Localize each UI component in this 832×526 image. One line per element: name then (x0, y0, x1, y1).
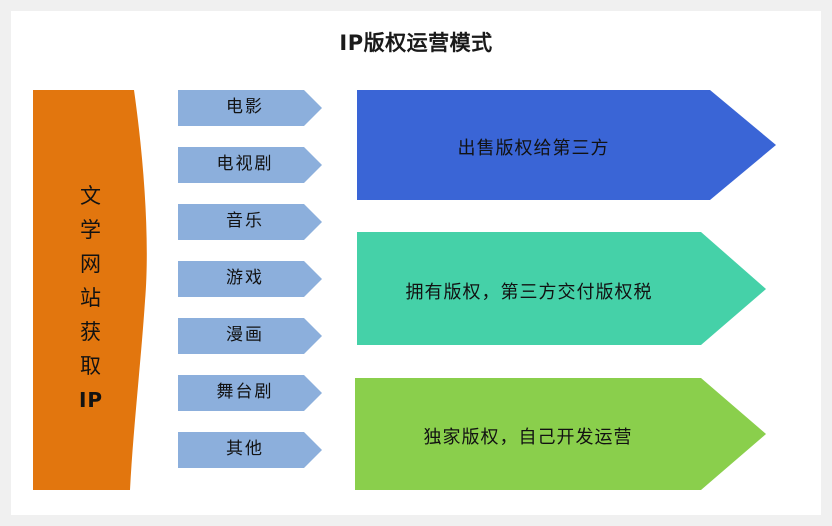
model-arrow-1[interactable] (357, 232, 766, 345)
category-chevron-4[interactable] (178, 318, 322, 354)
category-chevron-5[interactable] (178, 375, 322, 411)
source-banner-shape[interactable] (33, 90, 147, 490)
category-chevron-3[interactable] (178, 261, 322, 297)
model-arrow-0[interactable] (357, 90, 776, 200)
page-title: IP版权运营模式 (339, 31, 493, 55)
model-arrow-2[interactable] (355, 378, 766, 490)
category-chevron-6[interactable] (178, 432, 322, 468)
category-chevron-2[interactable] (178, 204, 322, 240)
category-chevron-0[interactable] (178, 90, 322, 126)
category-chevron-1[interactable] (178, 147, 322, 183)
diagram-shapes (33, 90, 776, 490)
diagram-page: IP版权运营模式 文 学 网 站 (11, 11, 821, 515)
category-chevron-group (178, 90, 322, 468)
